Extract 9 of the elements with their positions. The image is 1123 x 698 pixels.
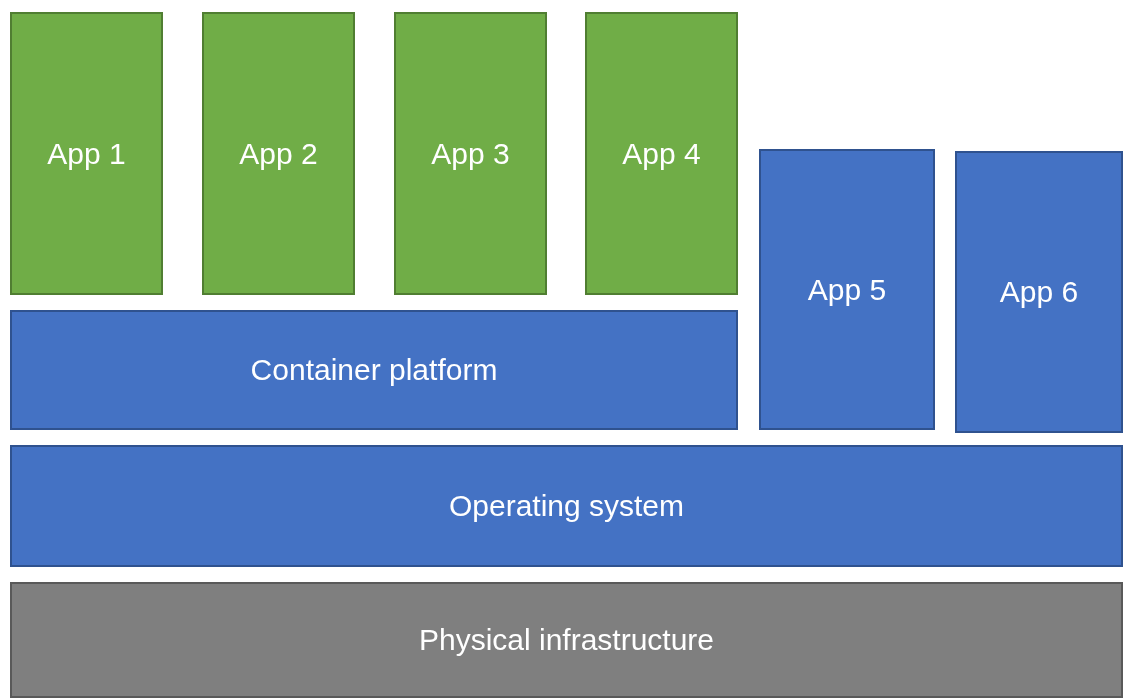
app-block: App 3 — [394, 12, 547, 295]
app-block: App 5 — [759, 149, 935, 430]
app-block: App 2 — [202, 12, 355, 295]
layer-bar: Container platform — [10, 310, 738, 430]
app-block: App 1 — [10, 12, 163, 295]
layer-bar: Physical infrastructure — [10, 582, 1123, 698]
layer-bar: Operating system — [10, 445, 1123, 567]
app-block: App 4 — [585, 12, 738, 295]
app-block: App 6 — [955, 151, 1123, 433]
